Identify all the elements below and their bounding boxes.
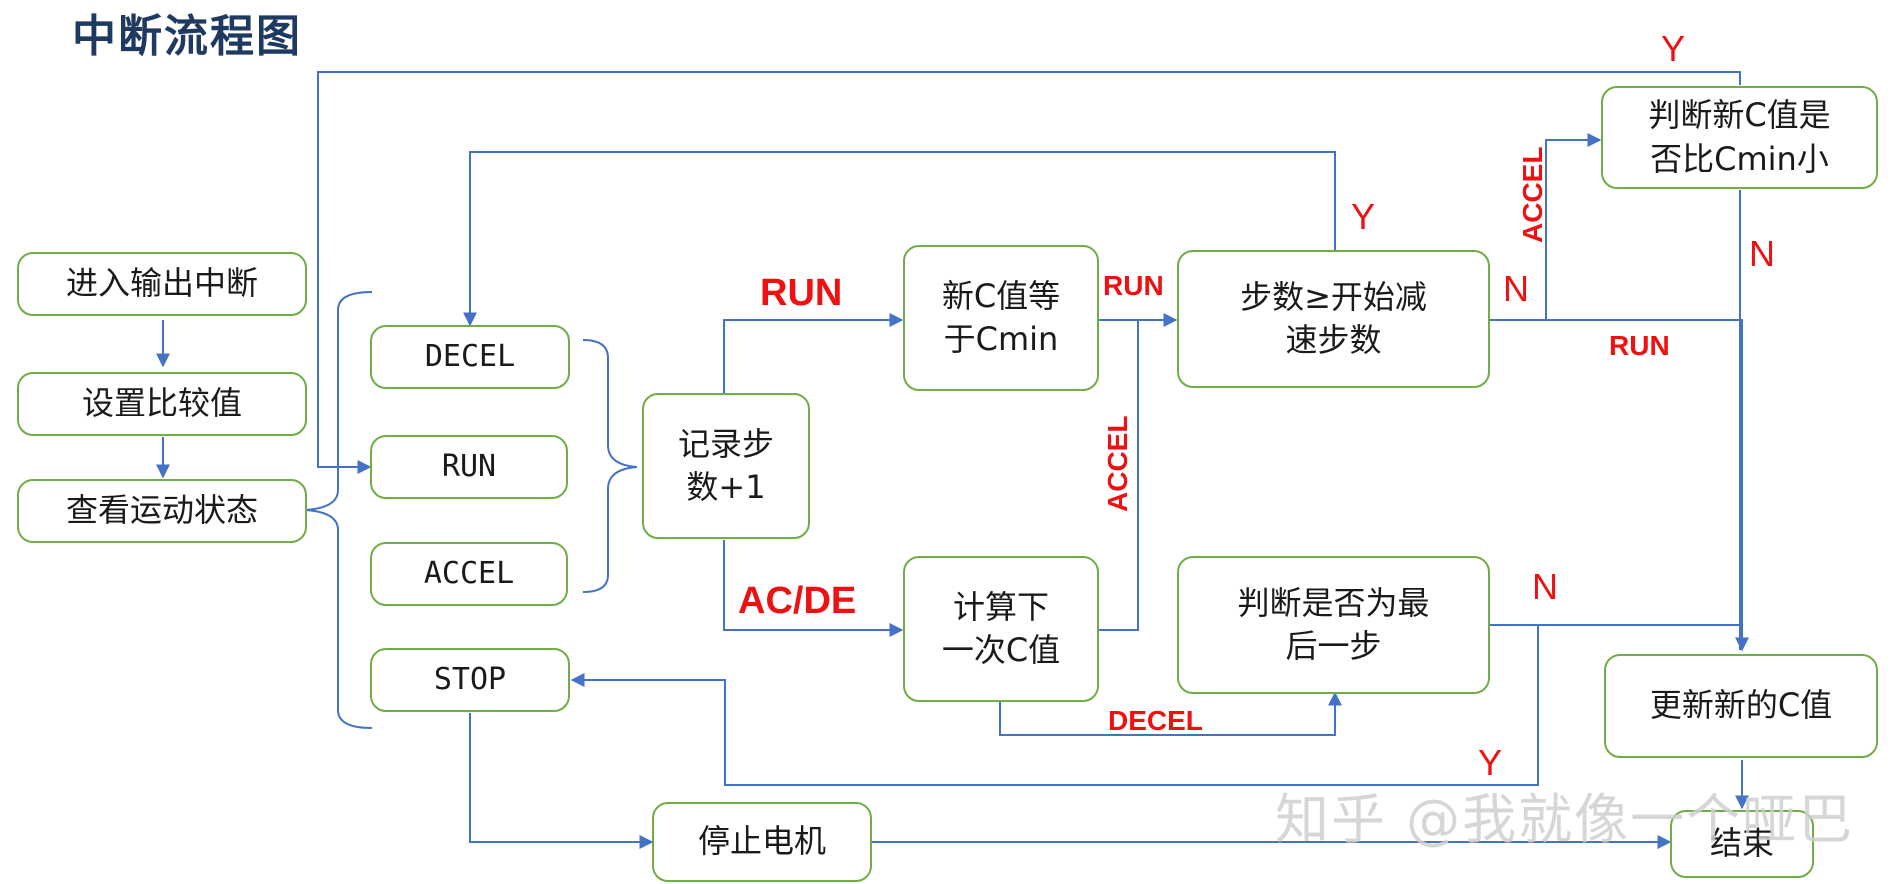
label-run-top: RUN <box>760 272 843 314</box>
label-accel-vert-mid: ACCEL <box>1102 415 1133 512</box>
box-update-c: 更新新的C值 <box>1604 654 1878 758</box>
arrow-judgec-y-to-run <box>317 71 1741 474</box>
box-calc-next-c: 计算下 一次C值 <box>903 556 1099 702</box>
box-stop-motor: 停止电机 <box>652 802 872 882</box>
label-run-mid: RUN <box>1103 270 1164 301</box>
brace-left <box>304 291 373 729</box>
arrow-calc-to-step <box>1098 320 1139 631</box>
box-judge-new-c: 判断新C值是 否比Cmin小 <box>1601 86 1878 189</box>
brace-right <box>582 339 638 593</box>
box-accel: ACCEL <box>370 542 568 606</box>
box-new-c-eq-cmin: 新C值等 于Cmin <box>903 245 1099 391</box>
arrow-last-y-to-stop <box>570 625 1539 786</box>
box-enter-interrupt: 进入输出中断 <box>17 252 307 316</box>
box-check-state: 查看运动状态 <box>17 479 307 543</box>
arrow-record-to-calc <box>723 540 904 637</box>
label-n-last: N <box>1532 566 1558 607</box>
arrow-calc-to-judge-last <box>999 691 1342 736</box>
label-y-top-right: Y <box>1661 28 1686 69</box>
arrow-accel-to-judge-newc <box>1545 133 1602 320</box>
label-n-mid: N <box>1503 268 1529 309</box>
arrow-step-n <box>1490 319 1749 652</box>
arrow-step-y-to-decel <box>463 151 1336 327</box>
label-y-last: Y <box>1478 742 1503 783</box>
watermark: 知乎 @我就像一个哑巴 <box>1275 788 1855 851</box>
label-n-right: N <box>1749 233 1775 274</box>
box-run: RUN <box>370 435 568 499</box>
box-set-compare: 设置比较值 <box>17 372 307 436</box>
label-acde: AC/DE <box>738 580 857 622</box>
label-decel-bottom: DECEL <box>1108 705 1203 736</box>
label-y-mid: Y <box>1351 196 1376 237</box>
box-step-ge-decel: 步数≥开始减 速步数 <box>1177 250 1490 388</box>
arrow-record-to-newc <box>723 313 904 396</box>
box-decel: DECEL <box>370 325 570 389</box>
label-accel-vert-right: ACCEL <box>1517 146 1548 243</box>
box-record-step: 记录步 数+1 <box>642 393 810 539</box>
page-title: 中断流程图 <box>72 11 302 62</box>
box-end: 结束 <box>1670 810 1814 878</box>
label-run-right: RUN <box>1609 330 1670 361</box>
box-stop: STOP <box>370 648 570 712</box>
box-judge-last: 判断是否为最 后一步 <box>1177 556 1490 694</box>
arrow-stop-to-motor <box>469 713 654 849</box>
